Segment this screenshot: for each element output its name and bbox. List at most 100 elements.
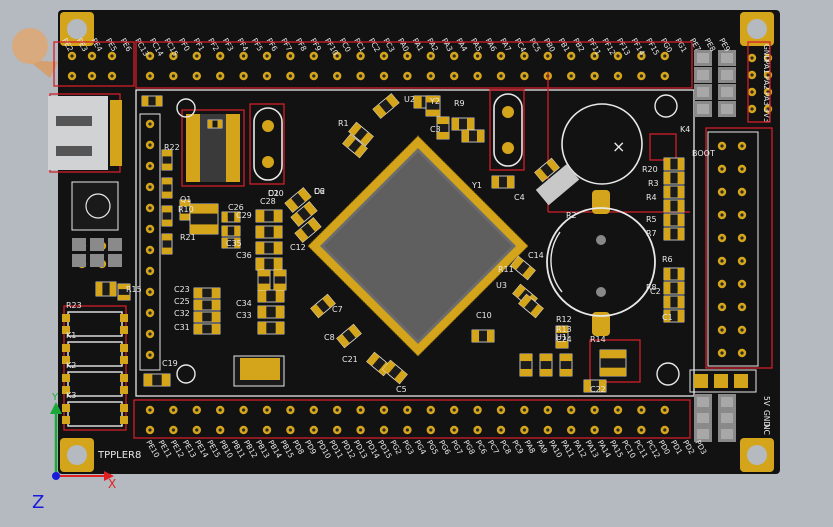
key-pad — [120, 386, 128, 394]
smd-part — [461, 129, 485, 143]
jumper-outline — [689, 369, 757, 393]
header-pin-hole — [569, 428, 573, 432]
smd-part — [663, 157, 685, 171]
key-pad — [62, 356, 70, 364]
header-pin-hole — [171, 428, 175, 432]
right-pin-header[interactable] — [707, 53, 773, 367]
smd-part — [534, 157, 560, 183]
designator: C24 — [556, 335, 572, 344]
reset-button[interactable] — [71, 181, 119, 231]
header-pin-hole — [476, 74, 480, 78]
header-pin-hole — [405, 408, 409, 412]
mounting-hole-bl — [60, 438, 94, 472]
header-pin-hole — [70, 54, 74, 58]
header-pin-hole — [522, 428, 527, 432]
header-pin-hole — [499, 74, 503, 78]
designator: K3 — [66, 391, 76, 400]
jumper-cap[interactable] — [72, 238, 86, 251]
header-pin-hole — [639, 408, 644, 412]
header-pin-hole — [195, 74, 199, 78]
header-pin-hole — [148, 185, 152, 189]
key-switch[interactable] — [67, 311, 123, 337]
pin-label: PA2 — [762, 76, 771, 90]
jumper-cap-top — [697, 87, 709, 97]
designator: D1 — [268, 189, 279, 198]
mounting-hole-br — [740, 438, 774, 472]
smd-part — [95, 281, 117, 297]
header-pin-hole — [720, 167, 724, 171]
header-pin-hole — [499, 54, 503, 58]
voltage-regulator — [233, 355, 285, 387]
designator: C26 — [228, 203, 244, 212]
3d-cursor-marker[interactable] — [12, 28, 58, 78]
header-pin-hole — [148, 408, 152, 412]
fiducial — [176, 364, 196, 384]
pin-label: 5V — [762, 396, 771, 407]
board-silk-outline — [135, 89, 695, 397]
designator: C6 — [314, 187, 325, 196]
top-pin-header[interactable] — [145, 51, 669, 81]
key-pad — [120, 314, 128, 322]
header-pin-hole — [359, 408, 363, 412]
key-pad — [120, 326, 128, 334]
smd-part — [599, 349, 627, 377]
smd-part — [663, 185, 685, 199]
header-pin-hole — [569, 74, 573, 78]
left-pin-header[interactable] — [67, 51, 117, 81]
smd-part — [539, 353, 553, 377]
header-pin-hole — [639, 74, 644, 78]
smd-part — [519, 353, 533, 377]
jumper-cap[interactable] — [108, 254, 122, 267]
designator: R13 — [556, 325, 572, 334]
header-pin-hole — [616, 428, 620, 432]
jumper-cap[interactable] — [72, 254, 86, 267]
jumper-block[interactable] — [72, 50, 757, 442]
smd-part — [436, 116, 450, 140]
jumper-cap[interactable] — [90, 238, 104, 251]
jumper-cap[interactable] — [90, 254, 104, 267]
key-switches[interactable] — [62, 311, 128, 427]
key-switch[interactable] — [67, 401, 123, 427]
header-pin-hole — [148, 311, 152, 315]
header-pin-hole — [569, 54, 573, 58]
jumper-cap-top — [721, 70, 733, 80]
smd-part — [372, 93, 400, 119]
key-pad — [62, 386, 70, 394]
jumper-cap-top — [697, 70, 709, 80]
jumper-pad — [714, 374, 728, 388]
mounting-hole-tr — [740, 12, 774, 46]
bottom-pin-header[interactable] — [145, 405, 669, 435]
header-pin-hole — [616, 54, 620, 58]
key-switch[interactable] — [67, 371, 123, 397]
header-pin-hole — [148, 164, 152, 168]
designator: C19 — [162, 359, 178, 368]
header-pin-hole — [593, 428, 597, 432]
pin-label: PA3 — [762, 92, 771, 106]
header-pin-hole — [720, 144, 724, 148]
header-pin-hole — [663, 74, 667, 78]
key-switch[interactable] — [67, 341, 123, 367]
coin-battery-holder[interactable] — [546, 190, 656, 336]
smd-part — [273, 269, 287, 291]
header-pin-hole — [476, 54, 480, 58]
header-pin-hole — [499, 428, 503, 432]
header-pin-hole — [452, 54, 456, 58]
smd-part — [342, 133, 368, 159]
smd-part — [663, 199, 685, 213]
jumper-cap[interactable] — [108, 238, 122, 251]
usb-connector[interactable] — [48, 96, 122, 170]
smd-part — [518, 293, 544, 319]
header-pin-hole — [593, 408, 597, 412]
designator: D2 — [314, 187, 325, 196]
fiducial — [654, 94, 678, 118]
header-pin-hole — [593, 54, 597, 58]
smd-part — [193, 311, 221, 323]
header-pin-hole — [195, 408, 199, 412]
designator: R23 — [66, 301, 82, 310]
key-pad — [120, 356, 128, 364]
header-pin-hole — [382, 408, 386, 412]
mcu-chip[interactable] — [307, 135, 529, 357]
designator: U1 — [556, 333, 567, 342]
key-pad — [62, 314, 70, 322]
